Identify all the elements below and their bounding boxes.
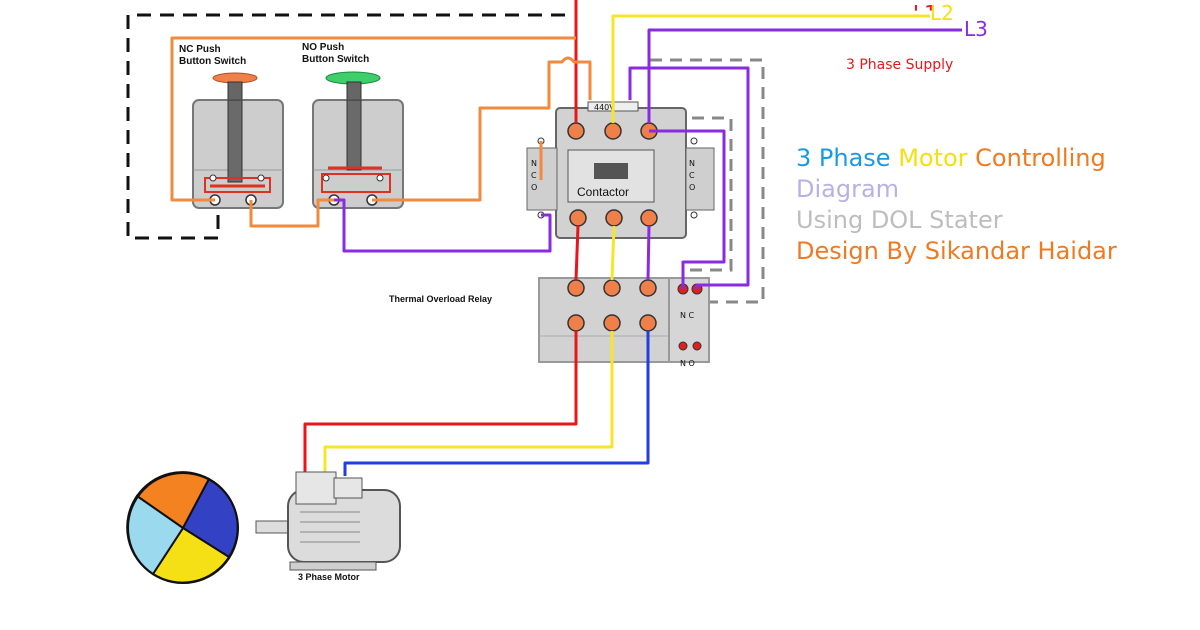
title-line-4: Design By Sikandar Haidar bbox=[796, 237, 1117, 265]
svg-text:C: C bbox=[689, 171, 695, 180]
svg-text:O: O bbox=[531, 183, 537, 192]
wire-l3 bbox=[647, 28, 962, 123]
contactor: 440V Contactor N C O N C O bbox=[526, 101, 715, 239]
control-wires bbox=[170, 36, 592, 228]
svg-text:O: O bbox=[689, 183, 695, 192]
contactor-enclosure-dashed bbox=[650, 58, 765, 304]
relay-nc-label: N C bbox=[680, 311, 695, 320]
contactor-inner-dashed bbox=[672, 116, 733, 272]
phase-label-l3: L3 bbox=[964, 17, 988, 41]
title-line-1: 3 Phase Motor Controlling bbox=[796, 146, 1106, 170]
title-line-3: Using DOL Stater bbox=[796, 206, 1003, 234]
contactor-label: Contactor bbox=[577, 185, 629, 199]
phase-label-l2: L2 bbox=[930, 1, 954, 25]
svg-text:C: C bbox=[531, 171, 537, 180]
three-phase-motor bbox=[255, 471, 401, 571]
motor-label: 3 Phase Motor bbox=[298, 572, 360, 582]
no-label-2: Button Switch bbox=[302, 54, 369, 65]
title-part-1: 3 Phase bbox=[796, 144, 899, 172]
no-push-button-switch bbox=[312, 71, 404, 209]
title-part-3: Controlling bbox=[975, 144, 1106, 172]
rotation-indicator bbox=[126, 471, 239, 584]
nc-label-2: Button Switch bbox=[179, 56, 246, 67]
no-label-1: NO Push bbox=[302, 42, 344, 53]
contactor-aux-right: N bbox=[689, 159, 695, 168]
relay-label: Thermal Overload Relay bbox=[389, 294, 492, 304]
title-line-2: Diagram bbox=[796, 175, 900, 203]
contactor-aux-left: N bbox=[531, 159, 537, 168]
thermal-overload-relay: N C N O bbox=[538, 277, 710, 368]
motor-wire-red bbox=[303, 331, 578, 476]
motor-wire-yellow bbox=[323, 331, 614, 476]
contactor-to-relay-wires bbox=[574, 225, 651, 281]
relay-to-motor-wires bbox=[303, 331, 650, 476]
switch-enclosure-dashed bbox=[126, 13, 565, 240]
wire-l2 bbox=[611, 14, 930, 123]
nc-push-button-switch bbox=[192, 72, 284, 209]
relay-no-label: N O bbox=[680, 359, 695, 368]
supply-label: 3 Phase Supply bbox=[846, 57, 953, 73]
motor-wire-blue bbox=[343, 331, 650, 476]
nc-label-1: NC Push bbox=[179, 44, 221, 55]
contactor-rating: 440V bbox=[594, 103, 615, 112]
title-part-2: Motor bbox=[898, 144, 976, 172]
control-wires-purple bbox=[334, 66, 750, 289]
